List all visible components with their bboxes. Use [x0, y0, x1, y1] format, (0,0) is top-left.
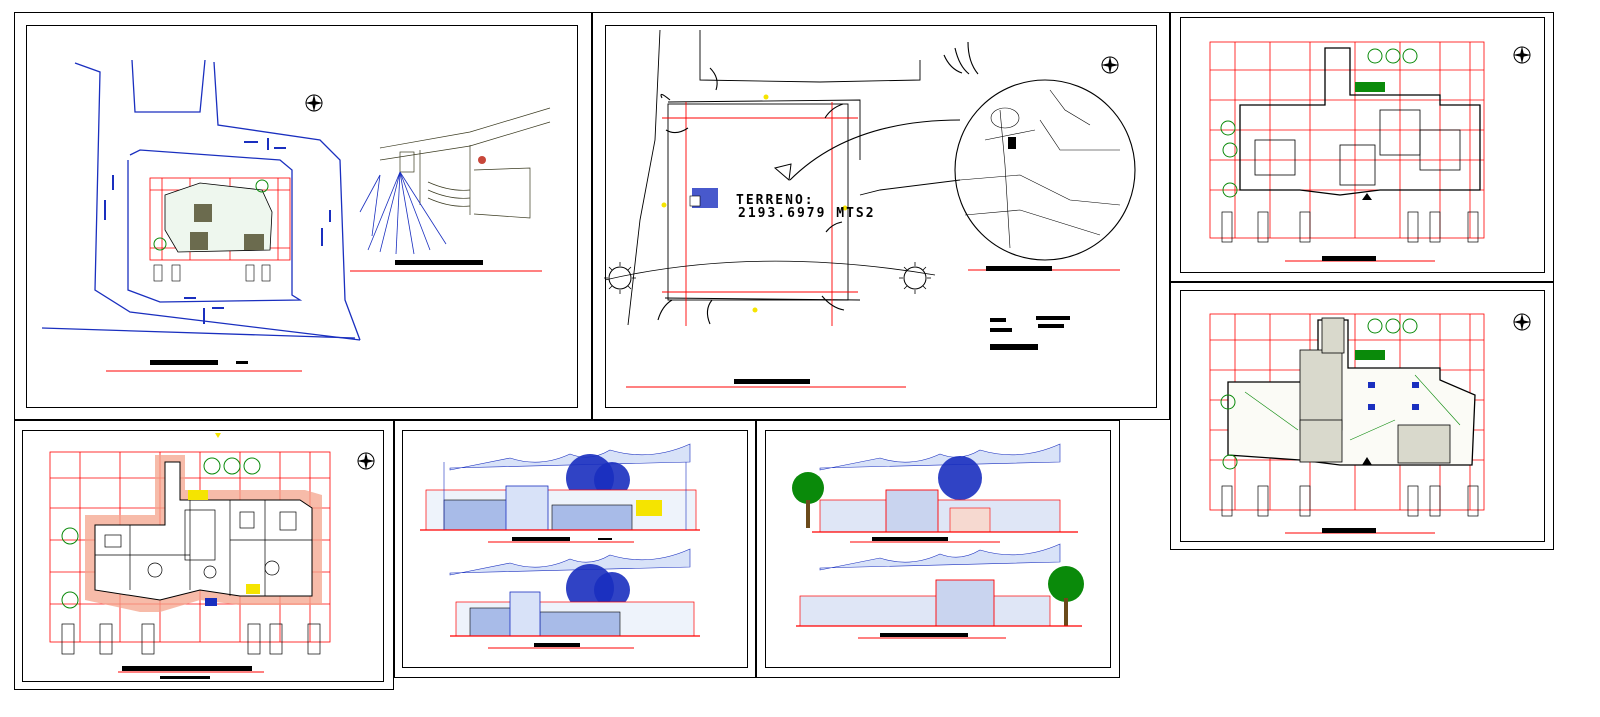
frame-roof — [1180, 290, 1545, 542]
elevation-east — [792, 443, 1078, 533]
traffic-arrows — [104, 138, 331, 324]
street-lines — [627, 29, 961, 326]
tree-icon — [792, 472, 824, 528]
north-arrow-icon — [1101, 56, 1119, 74]
wind-symbols — [943, 41, 979, 75]
frame-site — [26, 25, 578, 408]
frame-plan-1 — [1180, 17, 1545, 273]
sun-icon — [899, 262, 931, 294]
frame-location — [605, 25, 1157, 408]
elevation-north — [420, 443, 700, 531]
sheet-site-plan — [14, 12, 592, 420]
perspective-sketch — [379, 107, 551, 219]
sun-icon — [604, 262, 636, 294]
street-outlines — [41, 59, 361, 341]
frame-elev-1 — [402, 430, 748, 668]
frame-elev-2 — [765, 430, 1111, 668]
elevation-south — [449, 548, 700, 637]
elevation-west — [796, 543, 1084, 627]
north-arrow-icon — [1513, 46, 1531, 64]
terrain-area: 2193.6979 MTS2 — [738, 206, 876, 221]
sheet-location — [592, 12, 1170, 420]
north-arrow-icon — [305, 94, 323, 112]
north-arrow-icon — [357, 452, 375, 470]
sheet-floor-plan-1 — [1170, 12, 1554, 282]
wind-arrows — [657, 67, 845, 325]
perspective-rays — [359, 171, 447, 255]
terrain-label: TERRENO: — [736, 193, 815, 208]
frame-furnished — [22, 430, 384, 682]
tree-icon — [1048, 566, 1084, 626]
north-arrow-icon — [1513, 313, 1531, 331]
location-map-circle — [954, 79, 1136, 261]
